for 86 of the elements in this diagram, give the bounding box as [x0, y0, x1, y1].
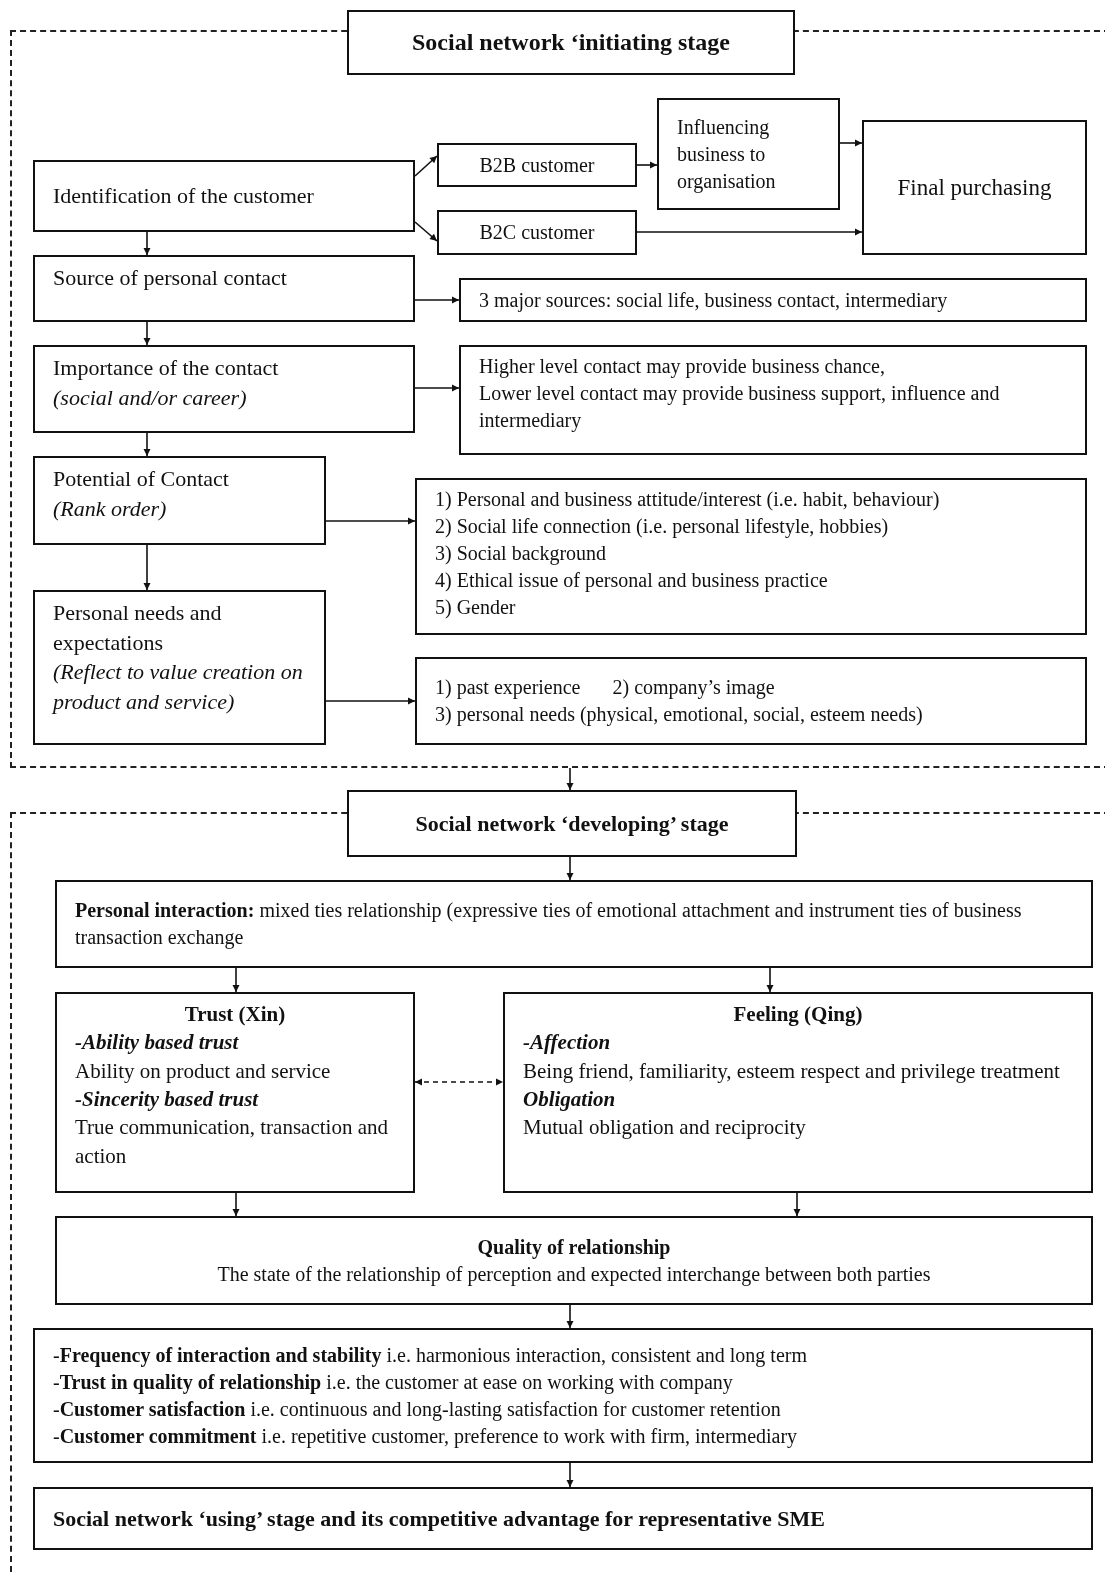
box-text: Higher level contact may provide business chance,: [479, 354, 886, 380]
box-text: Identification of the customer: [53, 182, 315, 211]
box-text: 3 major sources: social life, business contact, intermediary: [479, 287, 949, 314]
box-text: 2) company’s image: [612, 675, 775, 701]
box-text: 2) Social life connection (i.e. personal lifestyle, hobbies): [435, 514, 890, 540]
box-text: Mutual obligation and reciprocity: [523, 1114, 807, 1142]
box-text: B2B customer: [479, 152, 595, 178]
process-box: [55, 992, 415, 1193]
box-heading: Trust (Xin): [183, 1001, 287, 1028]
box-text: Personal interaction: mixed ties relationship (expressive ties of emotional attachment and instrument ties of business transaction exchange: [75, 898, 1023, 951]
arrow: [143, 321, 151, 346]
arrow: [325, 517, 416, 525]
box-heading: Social network ‘initiating stage: [412, 28, 730, 58]
box-text: -Customer satisfaction i.e. continuous and long-lasting satisfaction for customer retention: [53, 1396, 782, 1423]
box-text: 3) personal needs (physical, emotional, social, esteem needs): [435, 702, 924, 728]
process-box: [459, 278, 1087, 322]
process-box: [415, 657, 1087, 745]
process-box: [33, 456, 326, 545]
box-text: 1) past experience: [435, 675, 581, 701]
arrow: [766, 967, 774, 993]
process-box: [55, 1216, 1093, 1305]
process-box: [33, 345, 415, 433]
process-box: [503, 992, 1093, 1193]
box-text: True communication, transaction and action: [75, 1114, 389, 1170]
box-text: The state of the relationship of perception and expected interchange between both parties: [216, 1261, 932, 1288]
box-text: Personal needs and expectations: [53, 599, 223, 657]
box-text: Final purchasing: [897, 173, 1052, 202]
arrow: [839, 139, 863, 147]
stage-heading-box: [347, 10, 795, 75]
process-box: [33, 590, 326, 745]
arrow: [414, 1078, 504, 1086]
subheading: -Ability based trust: [75, 1029, 240, 1057]
box-subtitle: (Reflect to value creation on product and service): [53, 658, 304, 717]
box-text: -Customer commitment i.e. repetitive customer, preference to work with firm, intermediary: [53, 1423, 799, 1450]
box-text: Potential of Contact: [53, 465, 230, 493]
box-subtitle: (Rank order): [53, 494, 168, 523]
arrow: [566, 1462, 574, 1488]
box-text: -Trust in quality of relationship i.e. the customer at ease on working with company: [53, 1369, 734, 1396]
arrow: [566, 767, 574, 791]
arrow: [414, 221, 438, 242]
process-box: [33, 1328, 1093, 1463]
box-text: Influencing business to organisation: [677, 114, 777, 195]
box-text: Being friend, familiarity, esteem respect and privilege treatment: [523, 1057, 1061, 1085]
box-text: 4) Ethical issue of personal and business practice: [435, 568, 829, 594]
arrow: [566, 1304, 574, 1329]
box-text: Importance of the contact: [53, 354, 280, 382]
subheading: -Sincerity based trust: [75, 1086, 260, 1114]
arrow: [793, 1192, 801, 1217]
box-subtitle: (social and/or career): [53, 383, 248, 412]
process-box: [657, 98, 840, 210]
subheading: -Affection: [523, 1029, 612, 1057]
arrow: [414, 384, 460, 392]
arrow: [325, 697, 416, 705]
arrow: [232, 1192, 240, 1217]
subheading: Obligation: [523, 1086, 617, 1114]
box-text: Lower level contact may provide business support, influence and intermediary: [479, 381, 1001, 434]
arrow: [232, 967, 240, 993]
arrow: [143, 432, 151, 457]
process-box: [33, 255, 415, 322]
box-text: -Frequency of interaction and stability i.e. harmonious interaction, consistent and long term: [53, 1342, 808, 1369]
box-text: B2C customer: [479, 220, 595, 245]
process-box: [415, 478, 1087, 635]
box-text: 1) Personal and business attitude/interest (i.e. habit, behaviour): [435, 487, 941, 513]
process-box: [55, 880, 1093, 968]
box-text: Ability on product and service: [75, 1057, 332, 1085]
arrow: [566, 856, 574, 881]
process-box: [862, 120, 1087, 255]
box-text: Source of personal contact: [53, 264, 288, 292]
box-heading: Quality of relationship: [476, 1234, 672, 1261]
box-heading: Social network ‘using’ stage and its competitive advantage for representative SME: [53, 1504, 826, 1533]
arrow: [143, 231, 151, 256]
arrow: [143, 544, 151, 591]
process-box: [459, 345, 1087, 455]
box-heading: Social network ‘developing’ stage: [415, 809, 729, 838]
arrow: [414, 296, 460, 304]
box-text: 5) Gender: [435, 595, 517, 620]
process-box: [33, 1487, 1093, 1550]
box-heading: Feeling (Qing): [732, 1001, 864, 1028]
arrow: [636, 161, 658, 169]
arrow: [636, 228, 863, 236]
arrow: [414, 155, 438, 177]
process-box: [437, 210, 637, 255]
box-text: 3) Social background: [435, 541, 608, 567]
stage-heading-box: [347, 790, 797, 857]
process-box: [437, 143, 637, 187]
process-box: [33, 160, 415, 232]
